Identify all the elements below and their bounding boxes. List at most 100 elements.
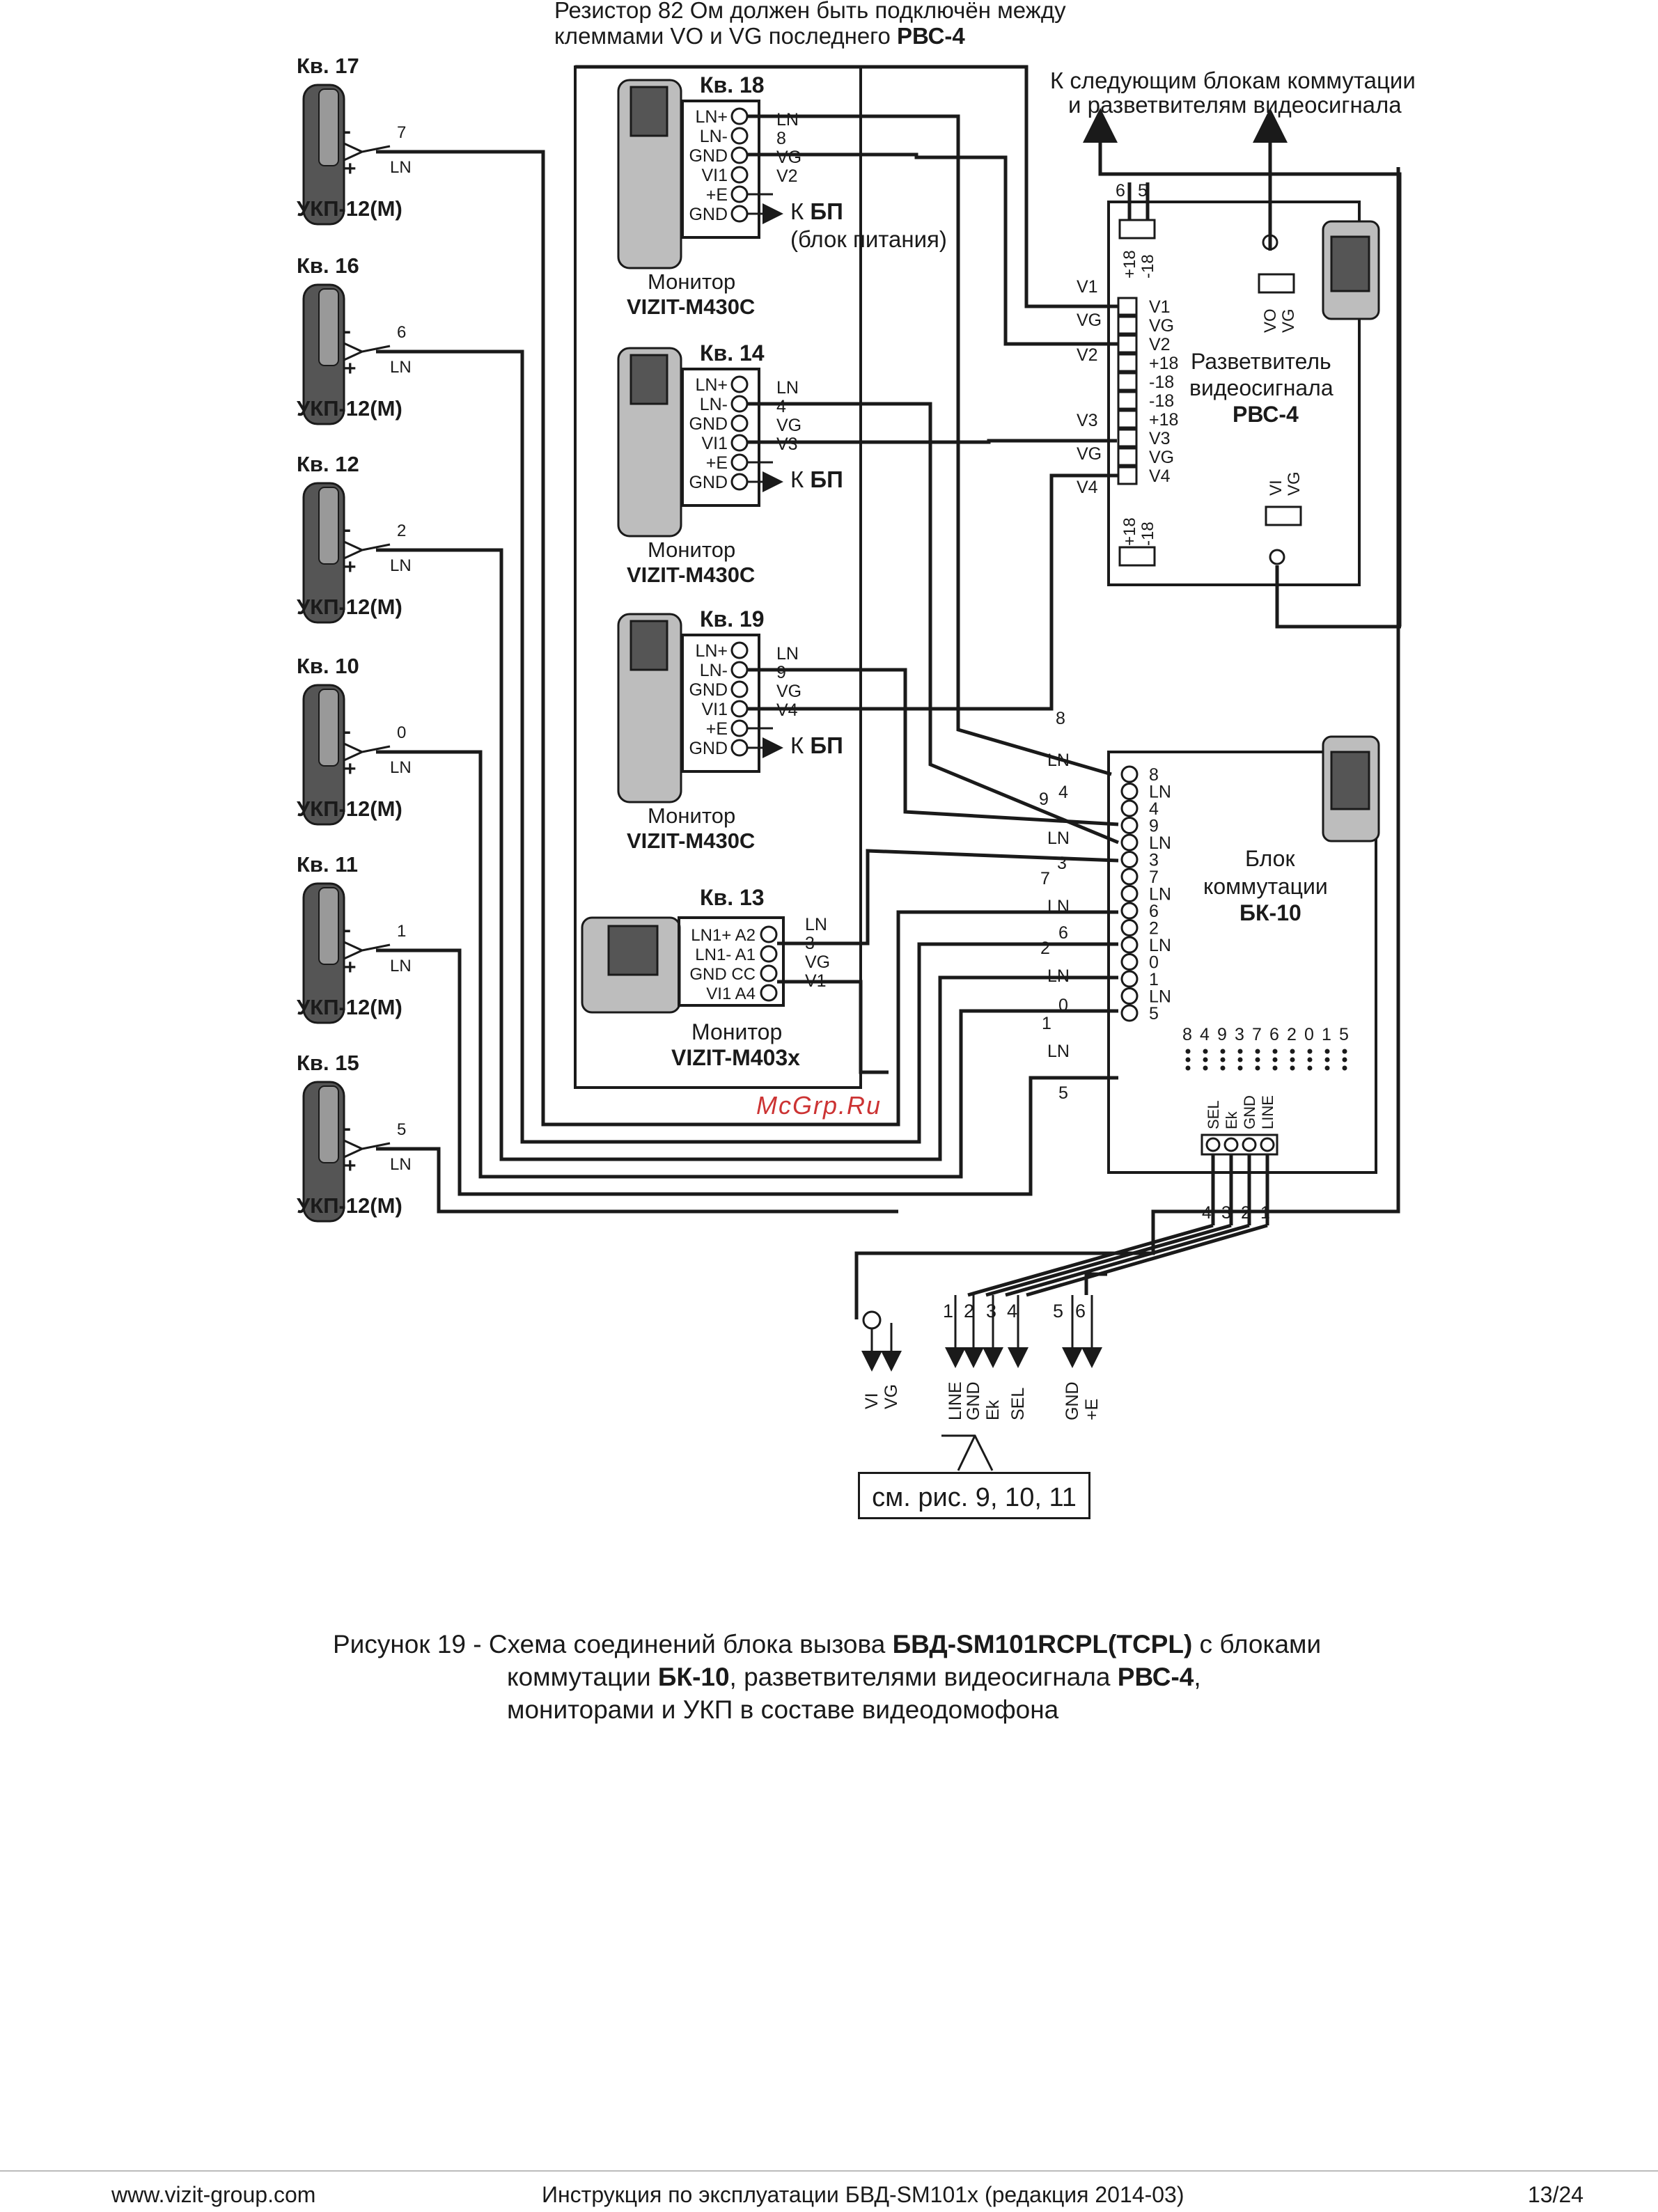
jumper-pin [1185,1049,1191,1054]
bk-terminal-screw [1120,902,1139,920]
monitor-wire-label: 4 [776,397,786,416]
monitor-13-caption: Монитор [691,1019,782,1044]
switch-model: БК-10 [1239,900,1301,925]
call-block-label: Ek [983,1399,1003,1420]
connection-wire [748,439,1117,444]
jumper-pin [1255,1057,1260,1062]
switch-title2: коммутации [1203,874,1328,899]
connection-wire [1275,565,1401,629]
monitor-wire-label: 9 [776,663,786,682]
call-block-num: 3 [986,1301,996,1321]
handset-ln-label: LN [390,957,412,975]
monitor-caption: Монитор [648,269,735,294]
terminal-screw [730,434,749,452]
footer-site[interactable]: www.vizit-group.com [111,2182,316,2207]
splitter-bottom-power-label: +18 [1120,517,1139,546]
connection-wire [967,1223,1268,1297]
bk-side-label: 8 [1056,709,1065,728]
bk-side-label: 5 [1058,1083,1068,1103]
monitor-terminal-label: GND [689,205,728,224]
handset-model: УКП-12(М) [297,1193,402,1218]
handset-leads [343,342,391,361]
bk-terminal-screw [1120,936,1139,954]
terminal-screw [760,964,778,982]
footer-doc-title: Инструкция по эксплуатации БВД-SM101x (р… [542,2182,1184,2207]
terminal-screw [730,719,749,737]
wiring-diagram: Резистор 82 Ом должен быть подключён меж… [297,0,1416,1471]
connection-wire [543,910,1118,1127]
splitter-title1: Разветвитель [1191,349,1331,374]
connection-wire [777,849,1119,946]
handset-detail [318,88,339,166]
terminal-screw [1242,1137,1257,1152]
monitor-caption: Монитор [648,803,735,828]
splitter-terminal-label: V4 [1149,466,1171,486]
handset-plus: + [344,157,357,180]
splitter-terminal [1117,391,1138,410]
jumper-pin [1342,1049,1347,1054]
splitter-top-power-label: +18 [1120,250,1139,279]
connection-wire [854,160,1400,1319]
psu-prefix: К [790,198,810,224]
terminal-screw [730,680,749,698]
jumper-pin [1324,1049,1330,1054]
terminal-screw [730,146,749,164]
bk-jumper-label: 5 [1339,1025,1349,1044]
splitter-vi-label: VI [1267,480,1285,496]
bk-side-label: 1 [1042,1014,1051,1033]
monitor-screen [629,620,668,671]
monitor-wire-label: VG [776,682,801,701]
monitor-13-apt: Кв. 13 [700,885,765,910]
handset-model: УКП-12(М) [297,196,402,221]
jumper-pin [1203,1057,1208,1062]
handset-plus: + [344,1154,357,1177]
connection-wire [1211,1154,1269,1225]
monitor-terminal-label: VI1 [701,166,728,185]
jumper-pin [1185,1057,1191,1062]
call-block-label: LINE [946,1381,965,1420]
monitor-13-terminal-label: GND CC [689,965,756,984]
terminal-screw [730,395,749,413]
psu-arrows [748,727,773,748]
splitter-terminal-label: V3 [1149,429,1171,448]
terminal-screw [760,984,778,1002]
jumper-pin [1220,1065,1226,1071]
bk-terminal-label: 9 [1149,817,1159,836]
bk-terminal-screw [1120,970,1139,988]
monitor-terminal-label: GND [689,680,728,700]
splitter-terminal [1117,353,1138,372]
splitter-terminal [1117,447,1138,466]
monitor-apt: Кв. 19 [700,606,765,632]
jumper-pin [1324,1057,1330,1062]
figure-caption: Рисунок 19 - Схема соединений блока вызо… [333,1628,1447,1726]
jumper-pin [1272,1057,1278,1062]
bk-side-label: LN [1047,1042,1070,1061]
monitor-wire-label: V3 [776,434,798,454]
bk-terminal-screw [1120,987,1139,1005]
terminal-screw [730,700,749,718]
bk-jumper-label: 2 [1287,1025,1297,1044]
bk-side-label: 4 [1058,783,1068,802]
psu-bold: БП [810,466,843,492]
jumper-pin [1220,1049,1226,1054]
bk-terminal-screw [1120,817,1139,834]
splitter-terminal-label: +18 [1149,354,1178,373]
handset-leads [343,941,391,960]
footer-page-number: 13/24 [1528,2182,1584,2207]
bk-jumper-label: 1 [1322,1025,1331,1044]
connection-wire [1024,67,1118,308]
handset-leads [343,142,391,162]
bk-terminal-screw [1120,851,1139,868]
splitter-title2: видеосигнала [1189,375,1334,400]
call-block-label: GND [1063,1381,1082,1420]
monitor-screen [629,86,668,137]
bk-terminal-screw [1120,885,1139,902]
connection-wire [522,942,1118,1144]
bk-jumper-label: 3 [1235,1025,1244,1044]
monitor-13-wire-label: VG [805,952,830,972]
handset-wire-number: 7 [397,123,406,142]
watermark: McGrp.Ru [756,1091,882,1120]
splitter-terminal [1117,466,1138,485]
psu-prefix: К [790,732,810,758]
